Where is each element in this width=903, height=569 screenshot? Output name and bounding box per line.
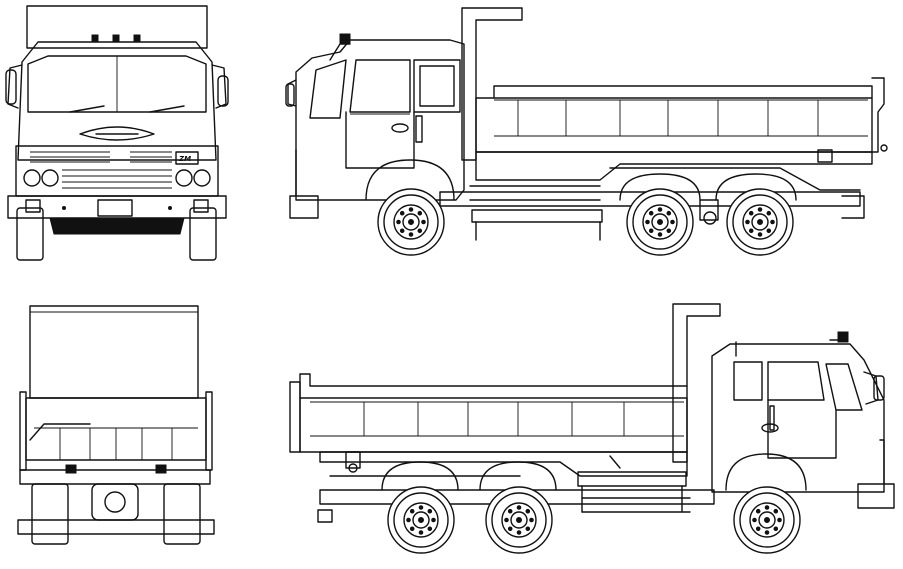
left-side-view — [285, 7, 888, 256]
rear-wheel-3 — [387, 486, 455, 554]
front-view: ZM — [5, 5, 229, 261]
rear-wheel-1 — [626, 188, 694, 256]
right-side-view — [289, 303, 895, 554]
front-wheel — [377, 188, 445, 256]
front-wheel-right — [733, 486, 801, 554]
rear-wheel-2 — [726, 188, 794, 256]
rear-view — [17, 305, 215, 545]
grille-badge: ZM — [178, 155, 191, 163]
rear-wheel-4 — [485, 486, 553, 554]
